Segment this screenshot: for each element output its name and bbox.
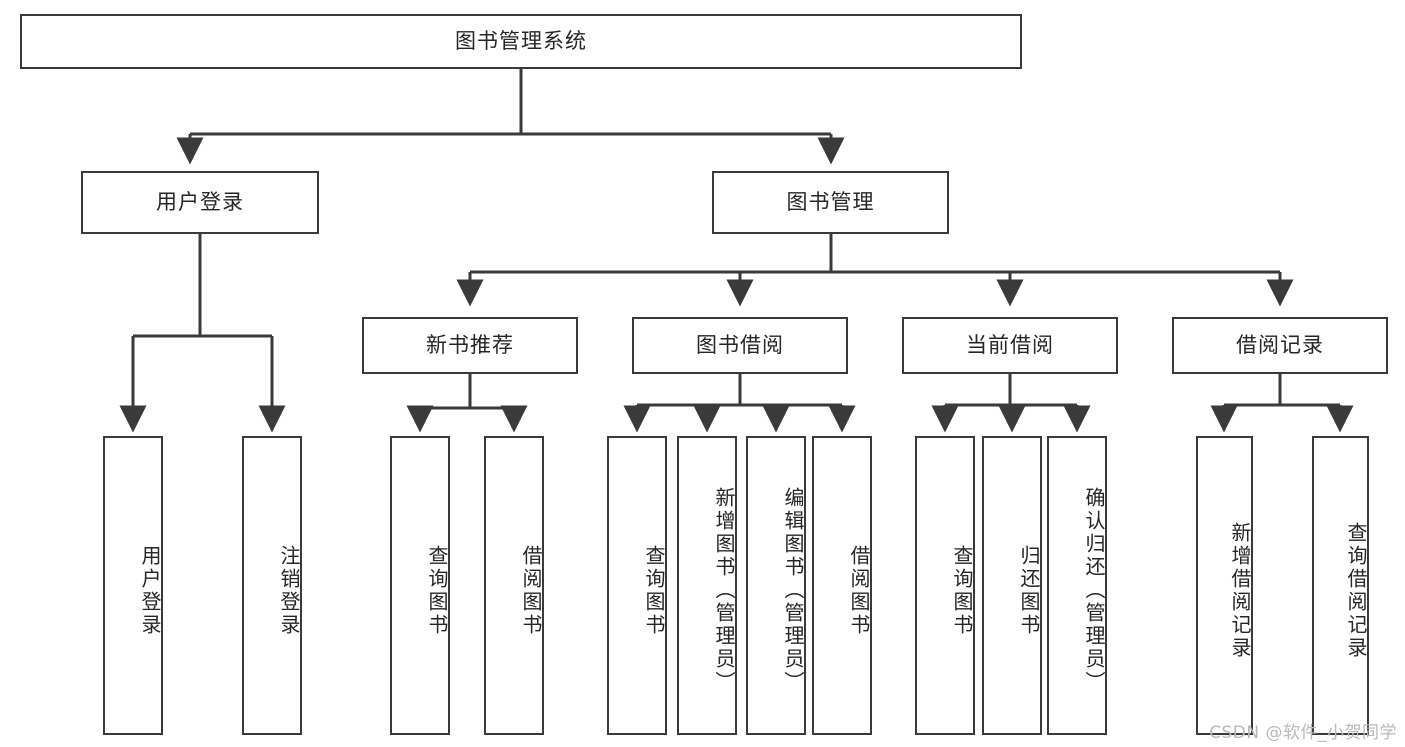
leaf-current-borrow-query-book[interactable]: 查询图书 — [915, 436, 975, 735]
node-label: 借阅图书 — [519, 544, 543, 637]
leaf-new-book-query-book[interactable]: 查询图书 — [390, 436, 450, 735]
node-label: 图书借阅 — [696, 332, 784, 357]
leaf-book-borrow-borrow-book[interactable]: 借阅图书 — [812, 436, 872, 735]
node-borrow-record[interactable]: 借阅记录 — [1172, 317, 1388, 374]
node-book-management[interactable]: 图书管理 — [712, 171, 949, 234]
leaf-book-borrow-add-book-admin[interactable]: 新增图书（管理员） — [677, 436, 737, 735]
node-label: 新增图书（管理员） — [712, 487, 736, 694]
node-book-borrow[interactable]: 图书借阅 — [632, 317, 848, 374]
node-label: 查询借阅记录 — [1344, 521, 1368, 660]
node-label: 确认归还（管理员） — [1082, 487, 1106, 694]
node-label: 用户登录 — [138, 544, 162, 637]
node-new-book-recommend[interactable]: 新书推荐 — [362, 317, 578, 374]
leaf-new-book-borrow-book[interactable]: 借阅图书 — [484, 436, 544, 735]
node-label: 编辑图书（管理员） — [781, 487, 805, 694]
node-label: 借阅图书 — [847, 544, 871, 637]
node-label: 新书推荐 — [426, 332, 514, 357]
node-label: 当前借阅 — [966, 332, 1054, 357]
node-label: 查询图书 — [642, 544, 666, 637]
node-current-borrow[interactable]: 当前借阅 — [902, 317, 1118, 374]
leaf-current-borrow-confirm-return-admin[interactable]: 确认归还（管理员） — [1047, 436, 1107, 735]
node-label: 注销登录 — [277, 544, 301, 637]
node-label: 借阅记录 — [1236, 332, 1324, 357]
leaf-user-login-logout[interactable]: 注销登录 — [242, 436, 302, 735]
leaf-book-borrow-edit-book-admin[interactable]: 编辑图书（管理员） — [746, 436, 806, 735]
leaf-borrow-record-query-record[interactable]: 查询借阅记录 — [1312, 436, 1369, 735]
node-label: 用户登录 — [156, 189, 244, 214]
leaf-borrow-record-add-record[interactable]: 新增借阅记录 — [1196, 436, 1253, 735]
node-label: 查询图书 — [425, 544, 449, 637]
leaf-book-borrow-query-book[interactable]: 查询图书 — [607, 436, 667, 735]
node-label: 图书管理系统 — [455, 28, 587, 53]
node-root-book-management-system[interactable]: 图书管理系统 — [20, 14, 1022, 69]
node-label: 归还图书 — [1017, 544, 1041, 637]
node-label: 图书管理 — [786, 189, 875, 214]
leaf-user-login-login[interactable]: 用户登录 — [103, 436, 163, 735]
node-user-login[interactable]: 用户登录 — [81, 171, 319, 234]
node-label: 新增借阅记录 — [1228, 521, 1252, 660]
node-label: 查询图书 — [950, 544, 974, 637]
csdn-watermark: CSDN @软件_小贺同学 — [1209, 723, 1397, 743]
leaf-current-borrow-return-book[interactable]: 归还图书 — [982, 436, 1042, 735]
